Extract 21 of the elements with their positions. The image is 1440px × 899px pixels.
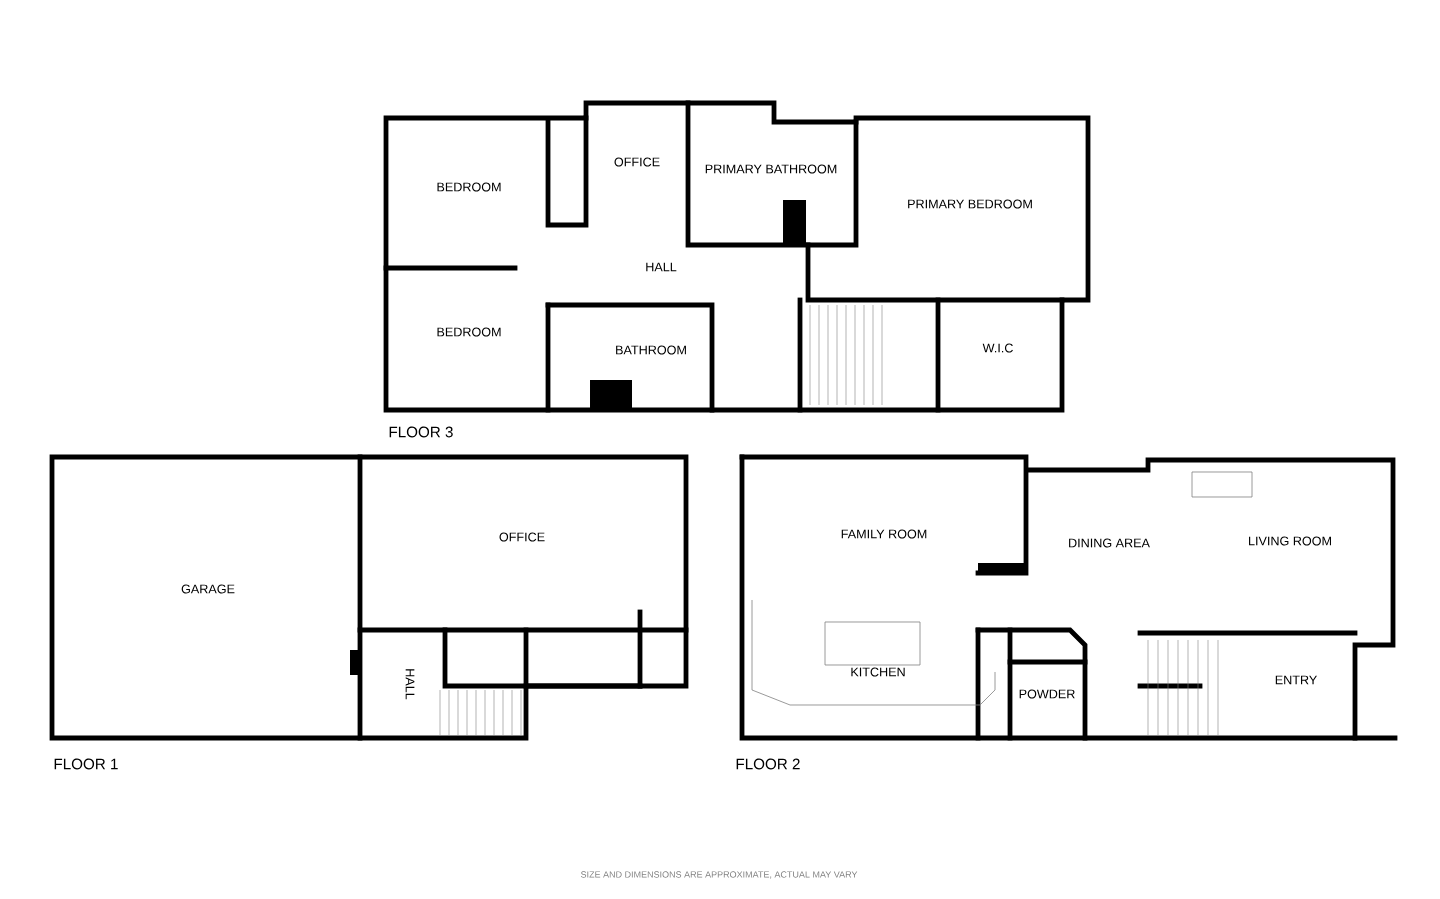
- room-label: DINING AREA: [1069, 538, 1150, 548]
- room-label: PRIMARY BATHROOM: [705, 164, 837, 174]
- room-label: POWDER: [1019, 689, 1075, 699]
- room-label: PRIMARY BEDROOM: [908, 199, 1032, 209]
- room-label: W.I.C: [982, 343, 1013, 353]
- room-label: FAMILY ROOM: [841, 529, 927, 539]
- floor-label: FLOOR 1: [54, 758, 118, 770]
- room-label: ENTRY: [1275, 675, 1317, 685]
- room-label: OFFICE: [499, 532, 545, 542]
- floor-label: FLOOR 3: [389, 426, 453, 438]
- room-label: HALL: [646, 262, 677, 272]
- room-label: OFFICE: [614, 157, 660, 167]
- room-label: KITCHEN: [851, 667, 905, 677]
- room-label: GARAGE: [181, 584, 235, 594]
- floor-label: FLOOR 2: [736, 758, 800, 770]
- room-label: HALL: [405, 669, 415, 700]
- room-label: BEDROOM: [437, 327, 501, 337]
- room-label: BATHROOM: [616, 345, 686, 355]
- disclaimer-note: SIZE AND DIMENSIONS ARE APPROXIMATE, ACTUAL MAY VARY: [581, 871, 858, 879]
- room-label: LIVING ROOM: [1249, 536, 1331, 546]
- room-label: BEDROOM: [437, 182, 501, 192]
